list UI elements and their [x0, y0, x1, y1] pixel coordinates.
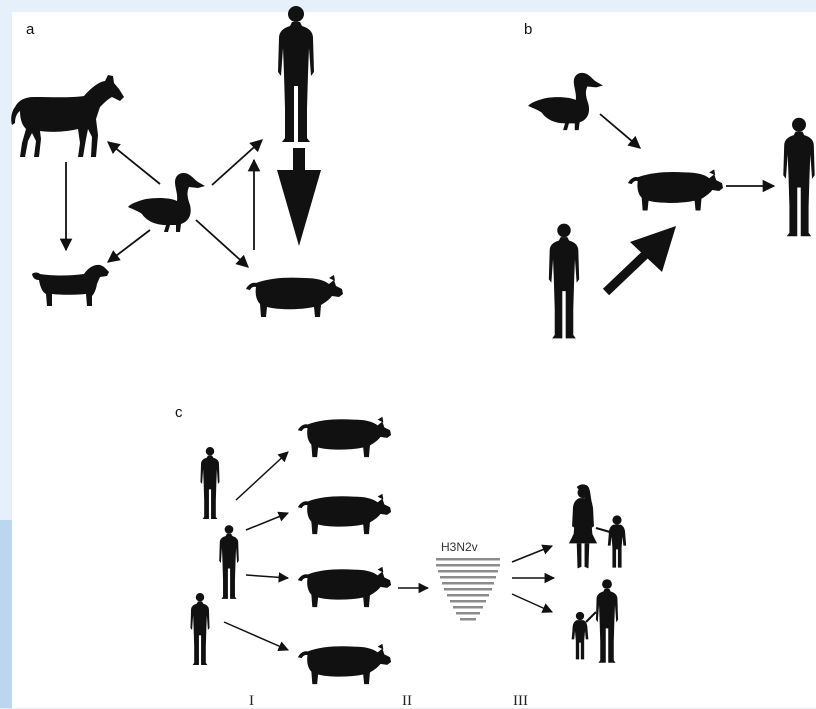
pig-icon — [246, 275, 343, 317]
man-icon — [190, 593, 209, 665]
pig-icon — [628, 169, 723, 210]
duck-icon — [128, 173, 205, 232]
woman-icon — [569, 484, 597, 568]
pig-icon — [298, 644, 391, 684]
man-icon — [200, 447, 219, 519]
pig-icon — [298, 567, 391, 607]
duck-icon — [528, 73, 603, 130]
horse-icon — [11, 75, 124, 157]
virus-funnel-icon — [436, 558, 500, 621]
child-icon — [572, 612, 589, 660]
panel-c-arrows — [224, 452, 554, 650]
pig-icon — [298, 494, 391, 534]
big-arrow-man-to-pig-b — [606, 226, 676, 292]
hand-link — [586, 612, 596, 622]
man-icon — [278, 6, 314, 142]
dog-icon — [32, 265, 109, 306]
pig-icon — [298, 417, 391, 457]
man-icon — [783, 118, 814, 237]
big-arrow-man-to-pig — [277, 148, 321, 246]
man-icon — [596, 579, 618, 663]
man-icon — [549, 224, 579, 339]
man-icon — [219, 525, 239, 599]
hand-link — [596, 528, 610, 532]
child-icon — [608, 515, 626, 567]
